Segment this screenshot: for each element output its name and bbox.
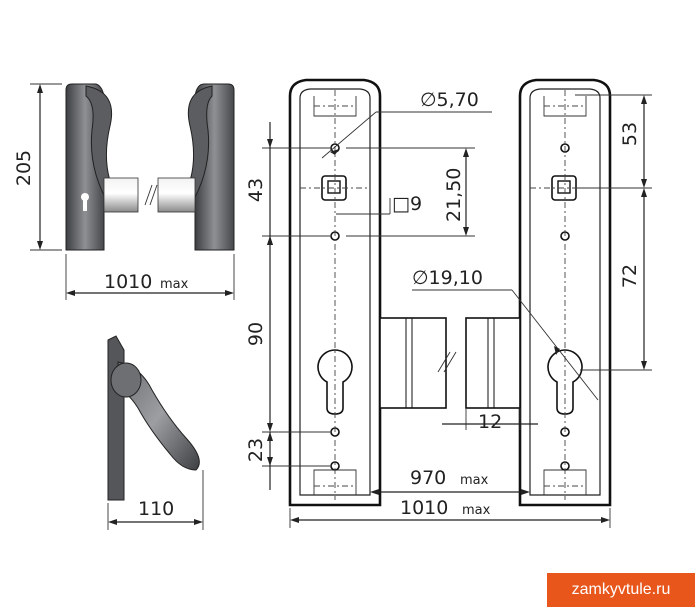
front-view: 205 1010 max	[13, 83, 235, 300]
dim-110: 110	[138, 498, 174, 520]
dim-23: 23	[245, 438, 267, 462]
left-spindle	[103, 177, 139, 213]
dia-19-10: ∅19,10	[412, 267, 483, 289]
center-spindle-left	[379, 317, 447, 409]
dim-12: 12	[478, 411, 502, 433]
dim-1010-bottom: 1010	[400, 497, 448, 519]
side-view: 110	[107, 335, 204, 530]
dim-21-50: 21,50	[443, 168, 465, 222]
dia-5-70: ∅5,70	[420, 89, 479, 111]
dim-1010-bottom-max: max	[462, 503, 491, 518]
side-knob	[110, 362, 142, 398]
side-plate	[107, 335, 125, 501]
dim-90: 90	[245, 322, 267, 346]
watermark-badge: zamkyvtule.ru	[547, 573, 695, 607]
dim-1010-top: 1010	[104, 271, 152, 293]
center-spindle-right	[465, 317, 521, 409]
dim-53: 53	[619, 122, 641, 146]
dim-970: 970	[410, 467, 446, 489]
keyhole-icon	[81, 193, 89, 211]
square-9: □9	[392, 193, 422, 215]
dim-43: 43	[245, 178, 267, 202]
dim-205: 205	[13, 150, 35, 186]
dim-1010-top-max: max	[160, 277, 189, 292]
dim-72: 72	[619, 264, 641, 288]
dim-970-max: max	[460, 473, 489, 488]
plan-view: 43 90 23 21,50 ∅5,70 □9 53 72	[245, 78, 652, 528]
right-spindle	[157, 177, 196, 213]
